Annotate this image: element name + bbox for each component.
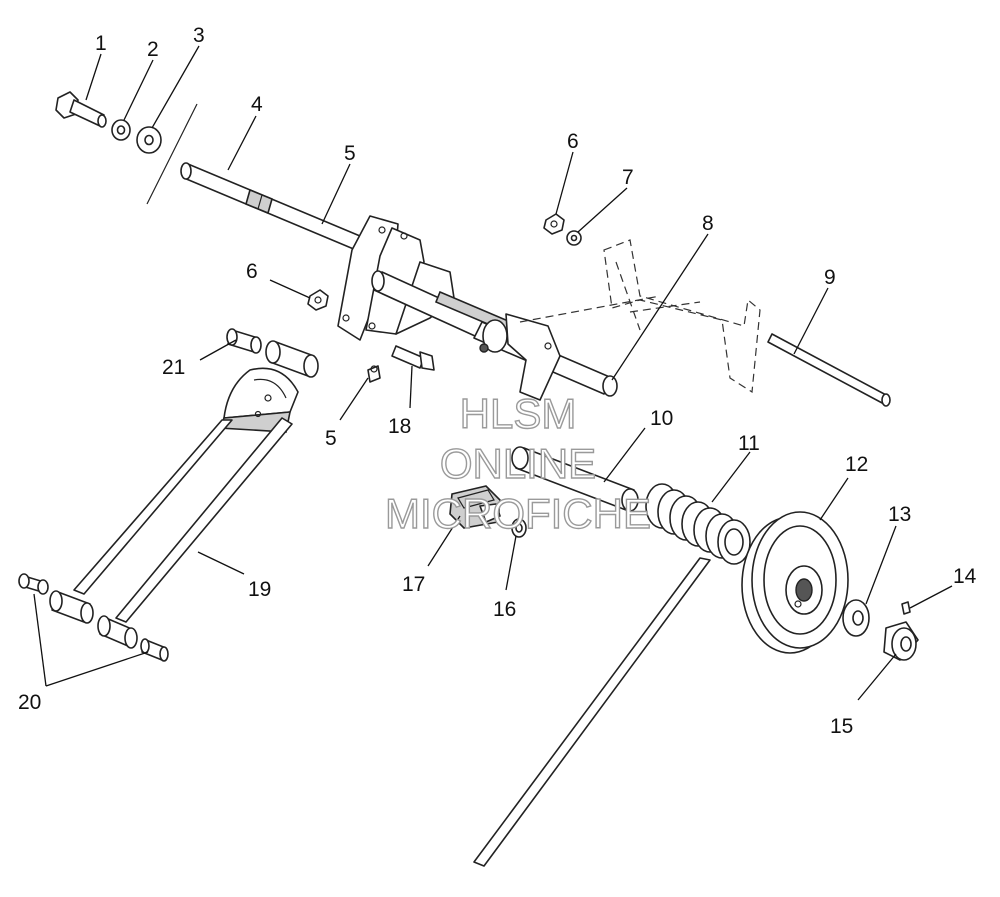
centerline xyxy=(146,103,198,205)
part-3-flat-washer xyxy=(136,126,162,154)
part-8-tube xyxy=(473,313,618,401)
part-21-bushing xyxy=(226,328,262,354)
callout-16: 16 xyxy=(493,598,516,621)
part-12-wheel xyxy=(741,511,849,654)
part-11-spring xyxy=(473,483,751,867)
leader-lines xyxy=(33,45,953,701)
part-13-washer xyxy=(842,599,870,637)
part-18-bolt xyxy=(391,345,435,371)
callout-6-upper: 6 xyxy=(567,130,579,153)
part-19-link-arm xyxy=(73,367,299,623)
callout-19: 19 xyxy=(248,578,271,601)
callout-6-left: 6 xyxy=(246,260,258,283)
callout-21: 21 xyxy=(162,356,185,379)
callout-14: 14 xyxy=(953,565,977,588)
part-6-nut-upper xyxy=(543,213,565,235)
part-6-nut-left xyxy=(307,289,329,311)
callout-17: 17 xyxy=(402,573,425,596)
watermark-line-2: ONLINE xyxy=(440,440,596,487)
callout-12: 12 xyxy=(845,453,868,476)
part-20-bushings xyxy=(18,573,169,662)
part-14-set-screw xyxy=(901,601,911,615)
part-10-sleeve xyxy=(511,446,639,512)
part-7-washer xyxy=(566,230,582,246)
callout-5-upper: 5 xyxy=(344,142,356,165)
callout-20: 20 xyxy=(18,691,41,714)
bushing-large xyxy=(265,340,319,378)
callout-10: 10 xyxy=(650,407,673,430)
watermark-line-1: HLSM xyxy=(460,390,577,437)
callout-2: 2 xyxy=(147,38,159,61)
part-9-rod xyxy=(767,333,891,407)
callout-7: 7 xyxy=(622,166,634,189)
callout-5-lower: 5 xyxy=(325,427,337,450)
callout-3: 3 xyxy=(193,24,205,47)
callout-4: 4 xyxy=(251,93,263,116)
part-4-shaft xyxy=(180,162,361,251)
callout-11: 11 xyxy=(738,432,760,455)
callout-8: 8 xyxy=(702,212,714,235)
part-15-collar xyxy=(883,621,919,661)
watermark-line-3: MICROFICHE xyxy=(385,490,651,537)
part-2-washer xyxy=(111,119,131,141)
callout-9: 9 xyxy=(824,266,836,289)
watermark: HLSM ONLINE MICROFICHE xyxy=(384,389,651,537)
callout-15: 15 xyxy=(830,715,853,738)
callout-18: 18 xyxy=(388,415,411,438)
callout-1: 1 xyxy=(95,32,107,55)
part-5-grease-fitting xyxy=(367,365,381,383)
part-17-block xyxy=(449,485,501,529)
phantom-frame xyxy=(519,239,761,394)
part-1-bolt xyxy=(55,91,107,128)
callouts: 1 2 3 4 5 6 7 8 9 6 21 5 18 10 11 12 13 … xyxy=(18,24,977,738)
callout-13: 13 xyxy=(888,503,911,526)
part-16-ring xyxy=(511,518,527,538)
